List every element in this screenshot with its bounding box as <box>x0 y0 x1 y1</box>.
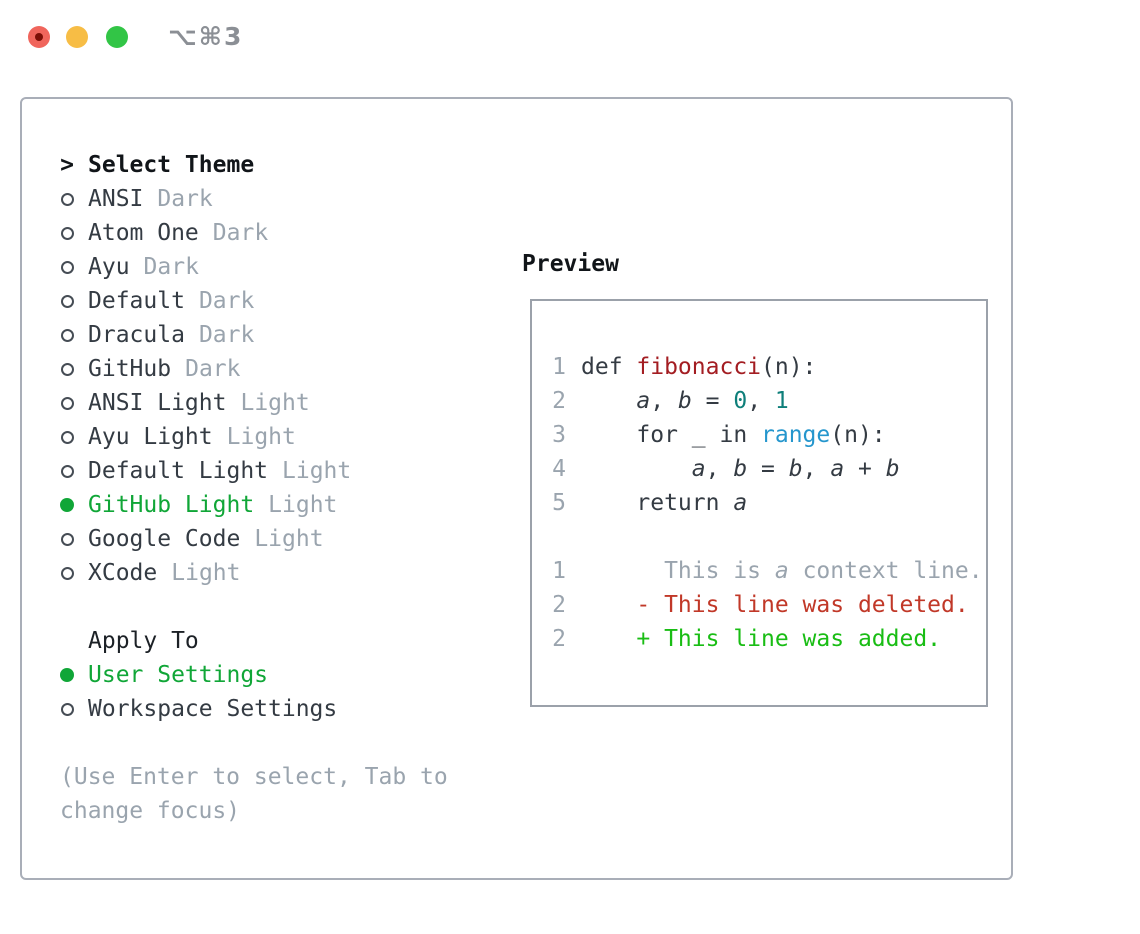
code-line: 3 for _ in range (n): <box>552 422 886 448</box>
theme-tag: Light <box>268 492 338 518</box>
theme-option-ansi-dark[interactable]: ANSI Dark <box>60 182 500 216</box>
builtin-name: range <box>761 422 831 448</box>
keyboard-hint: (Use Enter to select, Tab to change focu… <box>60 764 448 824</box>
theme-option-atom-one-dark[interactable]: Atom One Dark <box>60 216 500 250</box>
diff-added-line: 2 + This line was added. <box>552 626 942 652</box>
theme-option-dracula-dark[interactable]: Dracula Dark <box>60 318 500 352</box>
radio-selected-icon <box>60 658 74 692</box>
code-line: 2 a , b = 0 , 1 <box>552 388 789 414</box>
section-gap <box>60 590 500 624</box>
theme-tag: Dark <box>143 254 199 280</box>
radio-icon <box>60 420 74 454</box>
theme-option-xcode-light[interactable]: XCode Light <box>60 556 500 590</box>
radio-icon <box>60 692 74 726</box>
line-number: 1 <box>552 558 566 584</box>
minimize-button[interactable] <box>66 26 88 48</box>
function-name: fibonacci <box>636 354 762 380</box>
theme-list-title: Select Theme <box>88 152 255 178</box>
code-line: 4 a , b = b , a + b <box>552 456 900 482</box>
theme-selector-panel: > Select Theme ANSI Dark Atom One Dark A… <box>20 97 1013 880</box>
preview-code-box: 1 def fibonacci (n): 2 a , b = 0 , 1 <box>530 299 988 707</box>
theme-tag: Light <box>254 526 324 552</box>
theme-option-ayu-dark[interactable]: Ayu Dark <box>60 250 500 284</box>
radio-icon <box>60 284 74 318</box>
line-number: 5 <box>552 490 566 516</box>
theme-tag: Dark <box>185 356 241 382</box>
preview-section: Preview 1 def fibonacci (n): 2 a , b = 0 <box>502 247 988 707</box>
line-number: 2 <box>552 388 566 414</box>
radio-icon <box>60 318 74 352</box>
line-number: 3 <box>552 422 566 448</box>
radio-icon <box>60 556 74 590</box>
radio-selected-icon <box>60 488 74 522</box>
apply-option-user-settings[interactable]: User Settings <box>60 658 500 692</box>
theme-tag: Dark <box>212 220 269 246</box>
diff-deleted-line: 2 - This line was deleted. <box>552 592 969 618</box>
line-number: 2 <box>552 626 566 652</box>
radio-icon <box>60 522 74 556</box>
theme-option-default-light[interactable]: Default Light Light <box>60 454 500 488</box>
theme-option-github-dark[interactable]: GitHub Dark <box>60 352 500 386</box>
close-button[interactable] <box>28 26 50 48</box>
radio-icon <box>60 250 74 284</box>
titlebar: ⌥⌘3 <box>0 0 1140 72</box>
apply-to-title: Apply To <box>88 628 199 654</box>
apply-option-workspace-settings[interactable]: Workspace Settings <box>60 692 500 726</box>
code-line: 5 return a <box>552 490 748 516</box>
theme-option-google-code-light[interactable]: Google Code Light <box>60 522 500 556</box>
apply-to-header: Apply To <box>60 624 500 658</box>
theme-list-header: > Select Theme <box>60 148 500 182</box>
line-number: 4 <box>552 456 566 482</box>
line-number: 1 <box>552 354 566 380</box>
preview-title: Preview <box>522 251 619 277</box>
theme-option-ansi-light[interactable]: ANSI Light Light <box>60 386 500 420</box>
theme-option-ayu-light[interactable]: Ayu Light Light <box>60 420 500 454</box>
theme-tag: Dark <box>157 186 213 212</box>
line-number: 2 <box>552 592 566 618</box>
theme-tag: Light <box>226 424 296 450</box>
radio-icon <box>60 182 74 216</box>
theme-tag: Light <box>171 560 241 586</box>
theme-tag: Dark <box>198 288 255 314</box>
prompt-icon: > <box>60 152 74 178</box>
zoom-button[interactable] <box>106 26 128 48</box>
radio-icon <box>60 352 74 386</box>
theme-list: > Select Theme ANSI Dark Atom One Dark A… <box>22 99 500 828</box>
code-diff-gap <box>552 520 986 554</box>
radio-icon <box>60 454 74 488</box>
theme-tag: Dark <box>198 322 255 348</box>
radio-icon <box>60 216 74 250</box>
radio-icon <box>60 386 74 420</box>
theme-tag: Light <box>282 458 352 484</box>
window-title-shortcut: ⌥⌘3 <box>168 22 244 51</box>
theme-option-github-light-selected[interactable]: GitHub Light Light <box>60 488 500 522</box>
diff-context-line: 1 This is a context line. <box>552 558 983 584</box>
theme-tag: Light <box>240 390 310 416</box>
theme-option-default-dark[interactable]: Default Dark <box>60 284 500 318</box>
code-line: 1 def fibonacci (n): <box>552 354 817 380</box>
